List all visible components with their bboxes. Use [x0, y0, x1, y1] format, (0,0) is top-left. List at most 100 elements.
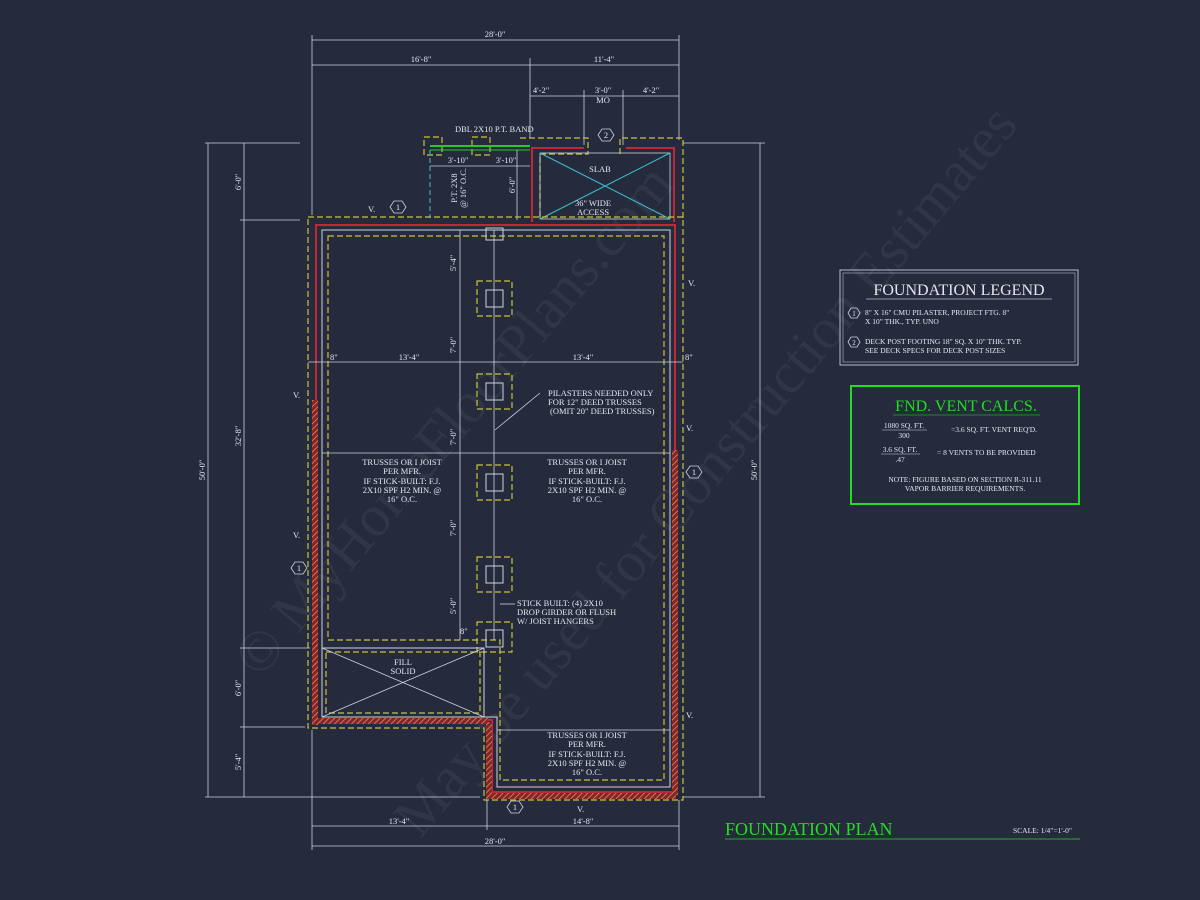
truss-notes: TRUSSES OR I JOIST PER MFR. IF STICK-BUI…: [362, 457, 670, 777]
dim-top-seg2: 3'-0": [595, 85, 611, 95]
girder-note-1: STICK BUILT: (4) 2X10: [517, 598, 603, 608]
middle-dimensions: 8" 13'-4" 13'-4" 8": [308, 352, 693, 454]
dim-deck-right: 3'-10": [496, 155, 517, 165]
dim-top-left: 16'-8": [411, 54, 432, 64]
vent-note-1: NOTE: FIGURE BASED ON SECTION R-311.11: [888, 475, 1041, 484]
right-dimensions: 50'-0": [683, 142, 765, 798]
truss-note-bottom: 16" O.C.: [572, 767, 602, 777]
dim-left-seg2: 32'-8": [233, 426, 243, 447]
legend-title: FOUNDATION LEGEND: [873, 282, 1044, 299]
top-dimensions: 28'-0" 16'-8" 11'-4" 4'-2" 3'-0" MO 4'-2…: [311, 29, 680, 215]
dim-left-seg1: 6'-0": [233, 174, 243, 190]
dim-bottom-overall: 28'-0": [485, 836, 506, 846]
band-note: DBL 2X10 P.T. BAND: [455, 124, 534, 134]
slab-label: SLAB: [589, 164, 611, 174]
truss-note-bottom: TRUSSES OR I JOIST: [547, 730, 627, 740]
calc1-numerator: 1080 SQ. FT.: [884, 421, 924, 430]
dim-right-overall: 50'-0": [749, 460, 759, 481]
dim-girder-1: 5'-4": [448, 255, 458, 271]
dim-girder-4: 7'-0": [448, 520, 458, 536]
truss-note-left: 2X10 SPF H2 MIN. @: [363, 485, 442, 495]
foundation-walls: [307, 216, 684, 801]
dim-bottom-right: 14'-8": [573, 816, 594, 826]
solid-label: SOLID: [390, 666, 415, 676]
legend-tag-1: 1: [852, 310, 856, 318]
dim-mid-left-wall: 8": [330, 352, 338, 362]
legend-item-2: DECK POST FOOTING 18" SQ. X 10" THK. TYP…: [865, 337, 1022, 346]
dim-left-overall: 50'-0": [197, 460, 207, 481]
truss-note-bottom: PER MFR.: [568, 739, 606, 749]
slab-area: SLAB 36" WIDE ACCESS 2: [520, 128, 684, 222]
joist-note-2: @ 16" O.C.: [458, 168, 468, 208]
truss-note-left: TRUSSES OR I JOIST: [362, 457, 442, 467]
plan-title: FOUNDATION PLAN: [725, 819, 893, 839]
tag-2: 2: [604, 130, 608, 140]
truss-note-right: 16" O.C.: [572, 494, 602, 504]
dim-top-seg1: 4'-2": [533, 85, 549, 95]
dim-left-seg3: 6'-0": [233, 680, 243, 696]
dim-girder-3: 7'-0": [448, 429, 458, 445]
truss-note-bottom: IF STICK-BUILT: F.J.: [549, 749, 626, 759]
tag-1: 1: [297, 563, 301, 573]
access-label-1: 36" WIDE: [575, 198, 611, 208]
dim-girder-6: 8": [460, 626, 468, 636]
calc2-result: = 8 VENTS TO BE PROVIDED: [937, 448, 1036, 457]
truss-note-right: IF STICK-BUILT: F.J.: [549, 476, 626, 486]
access-label-2: ACCESS: [577, 207, 609, 217]
dim-mid-left: 13'-4": [399, 352, 420, 362]
calc2-numerator: 3.6 SQ. FT.: [883, 445, 918, 454]
deck-area: DBL 2X10 P.T. BAND 3'-10" 3'-10" 6'-0" P…: [423, 124, 534, 220]
girder-note-3: W/ JOIST HANGERS: [517, 616, 594, 626]
girder-and-pilasters: 5'-4" 7'-0" 7'-0" 7'-0" 5'-0" 8" PILASTE…: [448, 227, 655, 653]
vent-label: V.: [686, 710, 693, 720]
vent-calcs: FND. VENT CALCS. 1080 SQ. FT. 300 =3.6 S…: [850, 385, 1080, 505]
dim-deck-left: 3'-10": [448, 155, 469, 165]
vent-calcs-title: FND. VENT CALCS.: [895, 398, 1037, 415]
calc1-denominator: 300: [898, 431, 910, 440]
girder-note-2: DROP GIRDER OR FLUSH: [517, 607, 616, 617]
vent-labels: V. 1 V. V. 1 V. V. V. 1 V. 1: [290, 200, 703, 814]
dim-mid-right: 13'-4": [573, 352, 594, 362]
dim-girder-5: 5'-0": [448, 598, 458, 614]
dim-top-seg3: 4'-2": [643, 85, 659, 95]
truss-note-left: IF STICK-BUILT: F.J.: [364, 476, 441, 486]
pilasters-note-1: PILASTERS NEEDED ONLY: [548, 388, 653, 398]
dim-top-right: 11'-4": [594, 54, 614, 64]
legend-item-2: SEE DECK SPECS FOR DECK POST SIZES: [865, 346, 1005, 355]
vent-label: V.: [293, 530, 300, 540]
vent-label: V.: [577, 804, 584, 814]
calc2-denominator: .47: [895, 455, 905, 464]
plan-scale: SCALE: 1/4"=1'-0": [1013, 826, 1072, 835]
vent-note-2: VAPOR BARRIER REQUIREMENTS.: [905, 484, 1026, 493]
dim-top-overall: 28'-0": [485, 29, 506, 39]
truss-note-right: TRUSSES OR I JOIST: [547, 457, 627, 467]
vent-label: V.: [688, 278, 695, 288]
legend-tag-2: 2: [852, 339, 856, 347]
dim-girder-2: 7'-0": [448, 337, 458, 353]
tag-1: 1: [692, 467, 696, 477]
truss-note-bottom: 2X10 SPF H2 MIN. @: [548, 758, 627, 768]
legend-item-1: 8" X 16" CMU PILASTER, PROJECT FTG. 8": [865, 308, 1009, 317]
dim-left-seg4: 5'-4": [233, 754, 243, 770]
joist-note-1: P.T. 2X8: [449, 173, 459, 202]
left-dimensions: 50'-0" 6'-0" 32'-8" 6'-0" 5'-4": [197, 142, 480, 798]
svg-text:May be used for Construction E: May be used for Construction Estimates: [380, 92, 1029, 848]
truss-note-left: PER MFR.: [383, 466, 421, 476]
vent-label: V.: [686, 423, 693, 433]
pilasters-note-3: (OMIT 20" DEED TRUSSES): [550, 406, 655, 416]
dim-mo-note: MO: [596, 95, 610, 105]
dim-deck-depth: 6'-0": [507, 177, 517, 193]
truss-note-right: 2X10 SPF H2 MIN. @: [548, 485, 627, 495]
bottom-dimensions: 13'-4" 14'-8" 28'-0": [311, 730, 680, 850]
pilasters-note-2: FOR 12" DEED TRUSSES: [548, 397, 642, 407]
foundation-legend: FOUNDATION LEGEND 1 8" X 16" CMU PILASTE…: [839, 269, 1079, 366]
fill-label: FILL: [394, 657, 412, 667]
dim-bottom-left: 13'-4": [389, 816, 410, 826]
dim-mid-right-wall: 8": [685, 352, 693, 362]
vent-label: V.: [293, 390, 300, 400]
vent-label: V.: [368, 204, 375, 214]
fill-solid-area: FILL SOLID: [321, 647, 485, 718]
tag-1: 1: [396, 202, 400, 212]
